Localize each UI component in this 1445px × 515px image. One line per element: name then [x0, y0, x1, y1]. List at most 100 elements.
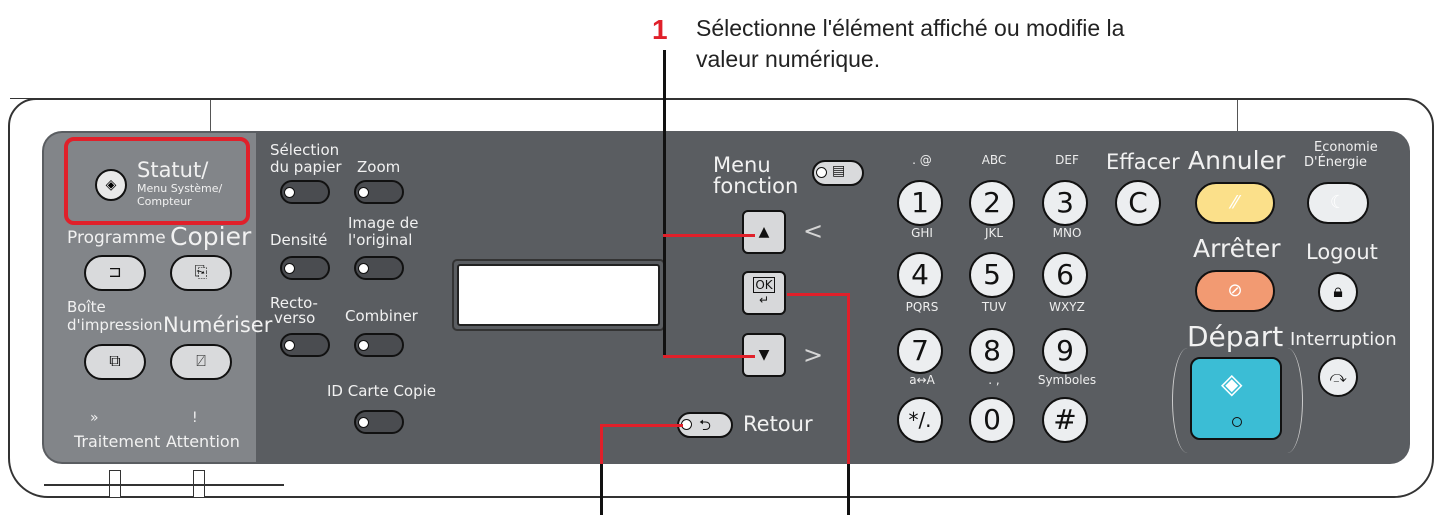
depart-bracket-left [1172, 348, 1203, 453]
logout-button[interactable]: 🔒︎ [1318, 272, 1358, 312]
boite-label-line2: d'impression [67, 316, 163, 334]
boite-button[interactable]: ⧉ [84, 344, 146, 380]
selection-label-line1: Sélection [270, 141, 340, 159]
selection-label-line2: du papier [270, 158, 342, 176]
greater-than-glyph: > [803, 341, 824, 369]
retour-pointer-vertical-red [600, 424, 603, 464]
keypad-key-9[interactable]: 9 [1042, 328, 1088, 374]
interruption-label: Interruption [1290, 329, 1397, 350]
status-button[interactable]: ◈ [95, 169, 127, 201]
ok-button[interactable]: OK↵ [742, 271, 786, 315]
recto-verso-button[interactable] [280, 333, 330, 357]
depart-bracket-right [1272, 348, 1303, 453]
combiner-button[interactable] [354, 333, 404, 357]
keypad-letters-11: . , [988, 373, 1000, 387]
status-label-line2: Menu Système/ [137, 182, 223, 195]
depart-start-button[interactable]: ◈ [1190, 357, 1282, 440]
keypad-key-8[interactable]: 8 [969, 328, 1015, 374]
up-arrow-icon: ▲ [758, 224, 770, 240]
keypad-letters-5: JKL [984, 226, 1004, 240]
economie-label-line1: Economie [1314, 140, 1378, 155]
economie-label-line2: D'Énergie [1304, 155, 1368, 170]
arreter-button[interactable]: ⊘ [1195, 270, 1275, 312]
programme-icon: ⊐ [108, 262, 122, 281]
callout-1-leader [663, 50, 666, 358]
status-label-line1: Statut/ [137, 158, 209, 182]
copy-icon: ⎘ [194, 262, 208, 281]
keypad-letters-7: PQRS [905, 300, 939, 314]
numeriser-label: Numériser [163, 313, 273, 337]
effacer-label: Effacer [1106, 150, 1180, 174]
interruption-button[interactable]: ⤼ [1318, 357, 1358, 397]
programme-button[interactable]: ⊐ [84, 255, 146, 291]
economie-energie-button[interactable]: ☾ [1307, 182, 1369, 224]
keypad-letters-1: . @ [912, 153, 932, 167]
keypad-key-2[interactable]: 2 [969, 180, 1015, 226]
callout-text-line1: Sélectionne l'élément affiché ou modifie… [696, 15, 1125, 41]
retour-pointer-vertical [600, 464, 603, 515]
keypad-letters-4: GHI [911, 226, 933, 240]
enter-icon: ↵ [758, 293, 770, 307]
retour-pointer-horizontal [600, 424, 683, 427]
programme-label: Programme [67, 228, 166, 248]
keypad-key-4[interactable]: 4 [897, 252, 943, 298]
scan-icon: ⍁ [196, 351, 206, 370]
zoom-button[interactable] [354, 180, 404, 204]
keypad-key-12[interactable]: # [1042, 397, 1088, 443]
clear-button[interactable]: C [1115, 180, 1161, 226]
document-box-icon: ⧉ [109, 351, 121, 370]
densite-button[interactable] [280, 256, 330, 280]
id-carte-label: ID Carte Copie [327, 382, 437, 400]
keypad-key-10[interactable]: */. [897, 397, 943, 443]
attention-indicator-icon: ! [192, 410, 198, 426]
ok-pointer-vertical [847, 464, 850, 515]
less-than-glyph: < [803, 217, 824, 245]
keypad-key-7[interactable]: 7 [897, 328, 943, 374]
recto-label-line1: Recto- [270, 294, 318, 312]
retour-button[interactable]: ⮌ [677, 412, 733, 438]
selection-papier-button[interactable] [280, 180, 330, 204]
menu-label-line1: Menu [713, 153, 771, 177]
panel-top-divider [10, 98, 210, 101]
attention-label: Attention [166, 432, 240, 451]
up-arrow-button[interactable]: ▲ [742, 210, 786, 254]
status-highlight [64, 137, 250, 225]
keypad-letters-3: DEF [1055, 153, 1079, 167]
recto-label-line2: verso [274, 309, 316, 327]
image-label-line1: Image de [348, 214, 419, 232]
ok-pointer-horizontal [787, 293, 850, 296]
copier-button[interactable]: ⎘ [170, 255, 232, 291]
lcd-display [457, 264, 660, 326]
annuler-button[interactable]: ⁄⁄ [1195, 182, 1275, 224]
annuler-label: Annuler [1188, 146, 1286, 175]
lock-icon: 🔒︎ [1333, 281, 1343, 302]
numeriser-button[interactable]: ⍁ [170, 344, 232, 380]
keypad-key-3[interactable]: 3 [1042, 180, 1088, 226]
id-carte-copie-button[interactable] [354, 410, 404, 434]
boite-label-line1: Boîte [67, 298, 106, 316]
retour-label: Retour [743, 412, 813, 436]
callout-1-down-pointer [663, 355, 755, 358]
menu-fonction-button[interactable]: ▤ [812, 160, 864, 186]
keypad-key-1[interactable]: 1 [897, 180, 943, 226]
back-icon: ⮌ [699, 416, 712, 434]
callout-number: 1 [652, 14, 668, 45]
cancel-slash-icon: ⁄⁄ [1231, 192, 1238, 213]
keypad-letters-8: TUV [981, 300, 1007, 314]
status-label-line3: Compteur [137, 195, 192, 208]
keypad-key-6[interactable]: 6 [1042, 252, 1088, 298]
keypad-key-11[interactable]: 0 [969, 397, 1015, 443]
left-panel [44, 133, 256, 462]
copier-label: Copier [170, 222, 252, 251]
menu-list-icon: ▤ [832, 163, 846, 179]
keypad-letters-2: ABC [981, 153, 1007, 167]
menu-label-line2: fonction [713, 174, 799, 198]
combiner-label: Combiner [345, 307, 418, 325]
stop-icon: ⊘ [1227, 280, 1243, 301]
panel-divider-left [210, 100, 211, 133]
keypad-key-5[interactable]: 5 [969, 252, 1015, 298]
interrupt-icon: ⤼ [1329, 367, 1347, 386]
image-original-button[interactable] [354, 256, 404, 280]
logout-label: Logout [1306, 240, 1378, 264]
traitement-label: Traitement [74, 432, 161, 451]
